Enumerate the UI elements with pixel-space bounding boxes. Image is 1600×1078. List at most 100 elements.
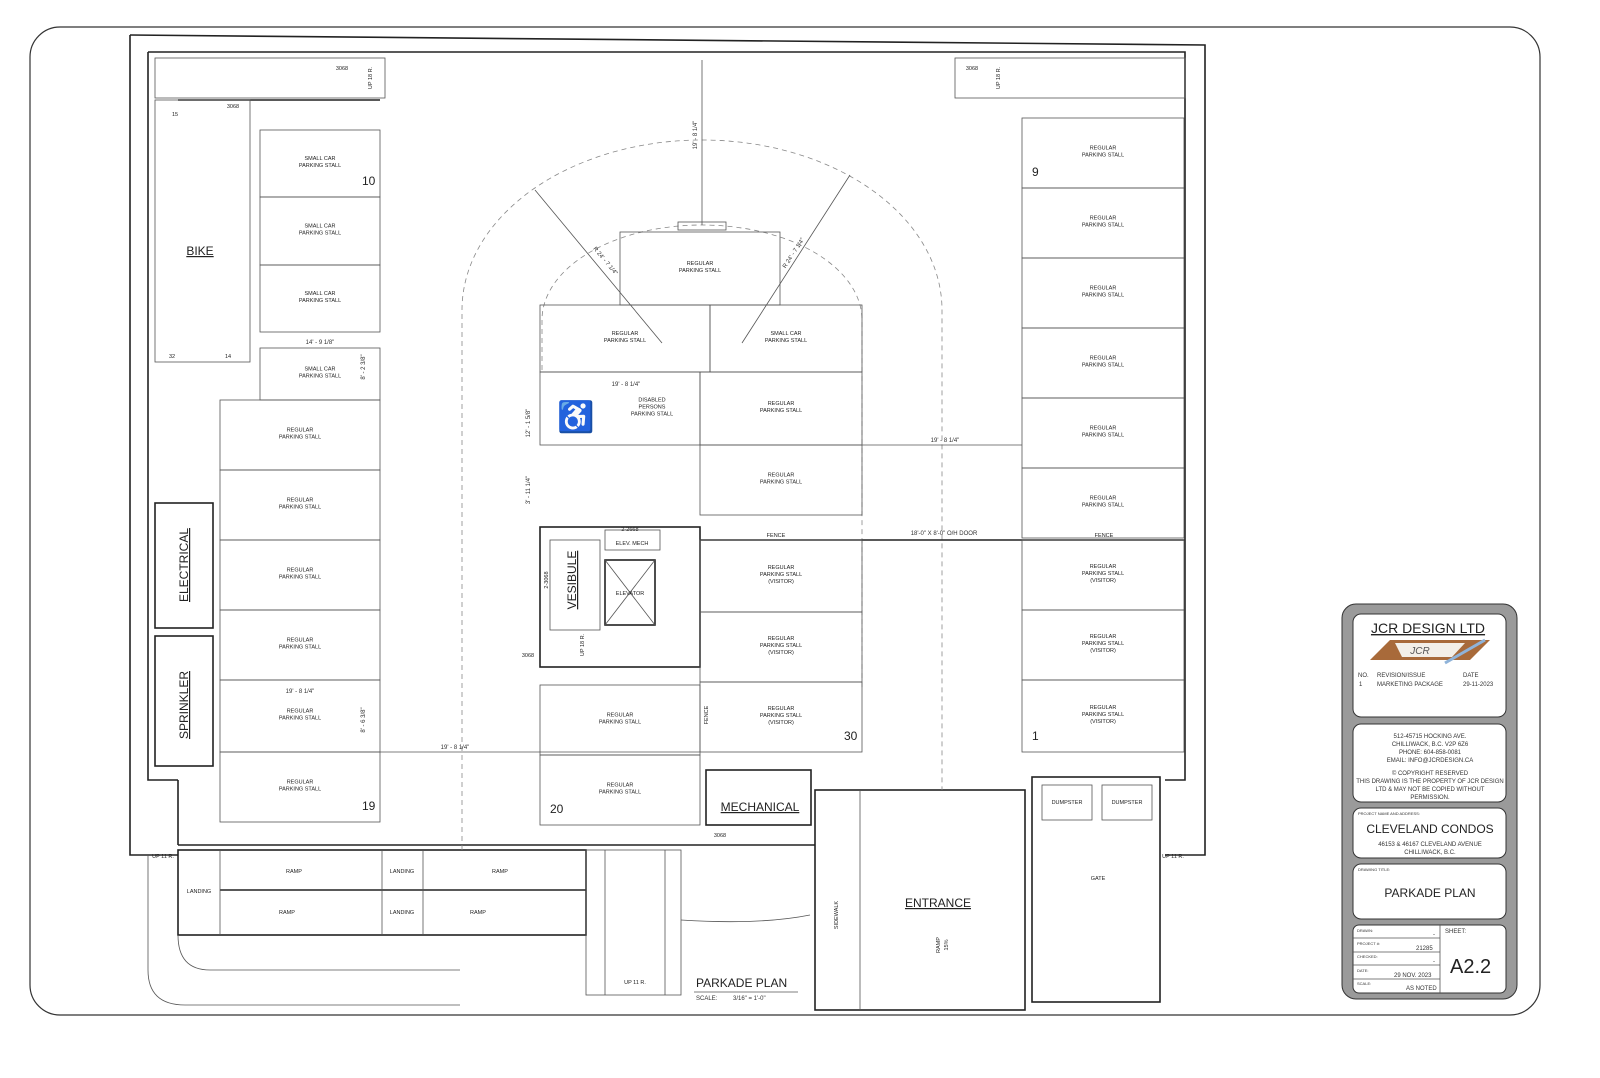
stall-label: (VISITOR) <box>768 720 794 726</box>
copyright: LTD & MAY NOT BE COPIED WITHOUT <box>1376 787 1485 793</box>
rev-header: REVISION/ISSUE <box>1377 673 1425 679</box>
stair-note: UP 11 R. <box>1162 854 1184 860</box>
stall-label: REGULAR <box>1090 146 1117 152</box>
stall-label: SMALL CAR <box>305 224 336 230</box>
visitor-parking-stall <box>1021 679 1185 753</box>
bike-count: 32 <box>169 354 175 360</box>
stall-label: PARKING STALL <box>760 643 802 649</box>
rev-desc: MARKETING PACKAGE <box>1377 682 1443 688</box>
company-address: 512-45715 HOCKING AVE. <box>1394 734 1467 740</box>
stall-label: PARKING STALL <box>279 505 321 511</box>
sidewalk-label: SIDEWALK <box>834 901 840 930</box>
fence-label: FENCE <box>704 705 710 724</box>
ramp-label: RAMP <box>279 910 295 916</box>
company-name: JCR DESIGN LTD <box>1371 620 1485 636</box>
date-header: DATE <box>1463 673 1479 679</box>
stall-label: REGULAR <box>1090 286 1117 292</box>
project-no-label: PROJECT #: <box>1357 941 1380 946</box>
rev-no-header: NO. <box>1358 673 1369 679</box>
stall-label: REGULAR <box>287 498 314 504</box>
stall-label: PARKING STALL <box>279 716 321 722</box>
checked-label: CHECKED: <box>1357 954 1378 959</box>
stall-label: REGULAR <box>1090 356 1117 362</box>
dimension: R 24' - 7 1/4" <box>591 246 618 276</box>
copyright: PERMISSION. <box>1410 795 1450 801</box>
stall-label: PARKING STALL <box>679 268 721 274</box>
bike-room-label: BIKE <box>186 244 213 258</box>
ramp-structure <box>147 849 811 1006</box>
building-walls <box>129 34 1206 1011</box>
stall-label: PARKING STALL <box>299 163 341 169</box>
stall-label: (VISITOR) <box>1090 648 1116 654</box>
stall-label: REGULAR <box>1090 496 1117 502</box>
stair-note: UP 18 R. <box>580 633 586 656</box>
stall-label: PARKING STALL <box>279 787 321 793</box>
drive-aisle-outline <box>461 139 943 850</box>
drawing-title: PARKADE PLAN <box>696 976 787 990</box>
stall-number: 19 <box>362 799 376 813</box>
ramp-label: RAMP <box>470 910 486 916</box>
stall-number: 30 <box>844 729 858 743</box>
stall-label: (VISITOR) <box>768 579 794 585</box>
stall-label: REGULAR <box>768 473 795 479</box>
stall-number: 1 <box>1032 729 1039 743</box>
stall-label: PARKING STALL <box>631 412 673 418</box>
stall-label: PARKING STALL <box>299 374 341 380</box>
stall-label: DISABLED <box>638 398 665 404</box>
door-tag: 2-2668 <box>621 527 638 533</box>
stall-label: PARKING STALL <box>599 790 641 796</box>
stall-label: SMALL CAR <box>305 367 336 373</box>
stall-label: PARKING STALL <box>279 645 321 651</box>
company-phone: PHONE: 604-858-0081 <box>1399 750 1462 756</box>
stall-label: REGULAR <box>607 783 634 789</box>
landing-label: LANDING <box>390 869 414 875</box>
stall-label: (VISITOR) <box>1090 578 1116 584</box>
stall-label: SMALL CAR <box>305 291 336 297</box>
door-tag: 2-3068 <box>544 571 550 588</box>
project-address: 46153 & 46167 CLEVELAND AVENUE <box>1378 842 1482 848</box>
rev-date: 29-11-2023 <box>1463 682 1494 688</box>
scale-value: 3/16" = 1'-0" <box>733 996 766 1002</box>
stall-label: PARKING STALL <box>765 338 807 344</box>
stall-label: PARKING STALL <box>760 713 802 719</box>
stall-label: PARKING STALL <box>1082 363 1124 369</box>
stall-label: PARKING STALL <box>279 435 321 441</box>
stall-label: REGULAR <box>287 709 314 715</box>
regular-parking-stall <box>699 444 863 516</box>
dimension: 18'-0" X 8'-0" O/H DOOR <box>911 531 978 537</box>
dimension: 8' - 2 3/8" <box>361 354 367 379</box>
electrical-room-label: ELECTRICAL <box>177 528 191 602</box>
stall-label: REGULAR <box>287 428 314 434</box>
rev-no: 1 <box>1359 682 1363 688</box>
dimension: 8' - 6 3/8" <box>361 707 367 732</box>
gate-label: GATE <box>1091 876 1106 882</box>
door-tag: 3068 <box>966 66 978 72</box>
stall-label: PARKING STALL <box>1082 503 1124 509</box>
stall-label: PARKING STALL <box>599 720 641 726</box>
stall-label: REGULAR <box>287 780 314 786</box>
copyright: THIS DRAWING IS THE PROPERTY OF JCR DESI… <box>1356 779 1503 785</box>
stair-note: UP 11 R. <box>152 854 174 860</box>
ramp-label: RAMP <box>286 869 302 875</box>
dimension: 3' - 11 1/4" <box>526 476 532 504</box>
mechanical-room-label: MECHANICAL <box>721 800 800 814</box>
sheet-label: SHEET: <box>1445 929 1466 935</box>
project-label: PROJECT NAME AND ADDRESS: <box>1358 811 1420 816</box>
checked-value: - <box>1433 959 1435 965</box>
stall-label: REGULAR <box>768 565 795 571</box>
stall-number: 20 <box>550 802 564 816</box>
stall-label: PARKING STALL <box>1082 293 1124 299</box>
stall-label: PARKING STALL <box>760 572 802 578</box>
elev-mech-label: ELEV. MECH <box>616 541 649 547</box>
stall-label: SMALL CAR <box>771 331 802 337</box>
ramp-label: RAMP <box>492 869 508 875</box>
sheet-border <box>29 26 1541 1016</box>
stall-label: (VISITOR) <box>1090 719 1116 725</box>
door-tag: 3068 <box>227 104 239 110</box>
stall-label: REGULAR <box>607 713 634 719</box>
drawn-value: - <box>1433 932 1435 938</box>
date-label: DATE: <box>1357 968 1368 973</box>
entrance-label: ENTRANCE <box>905 896 971 910</box>
